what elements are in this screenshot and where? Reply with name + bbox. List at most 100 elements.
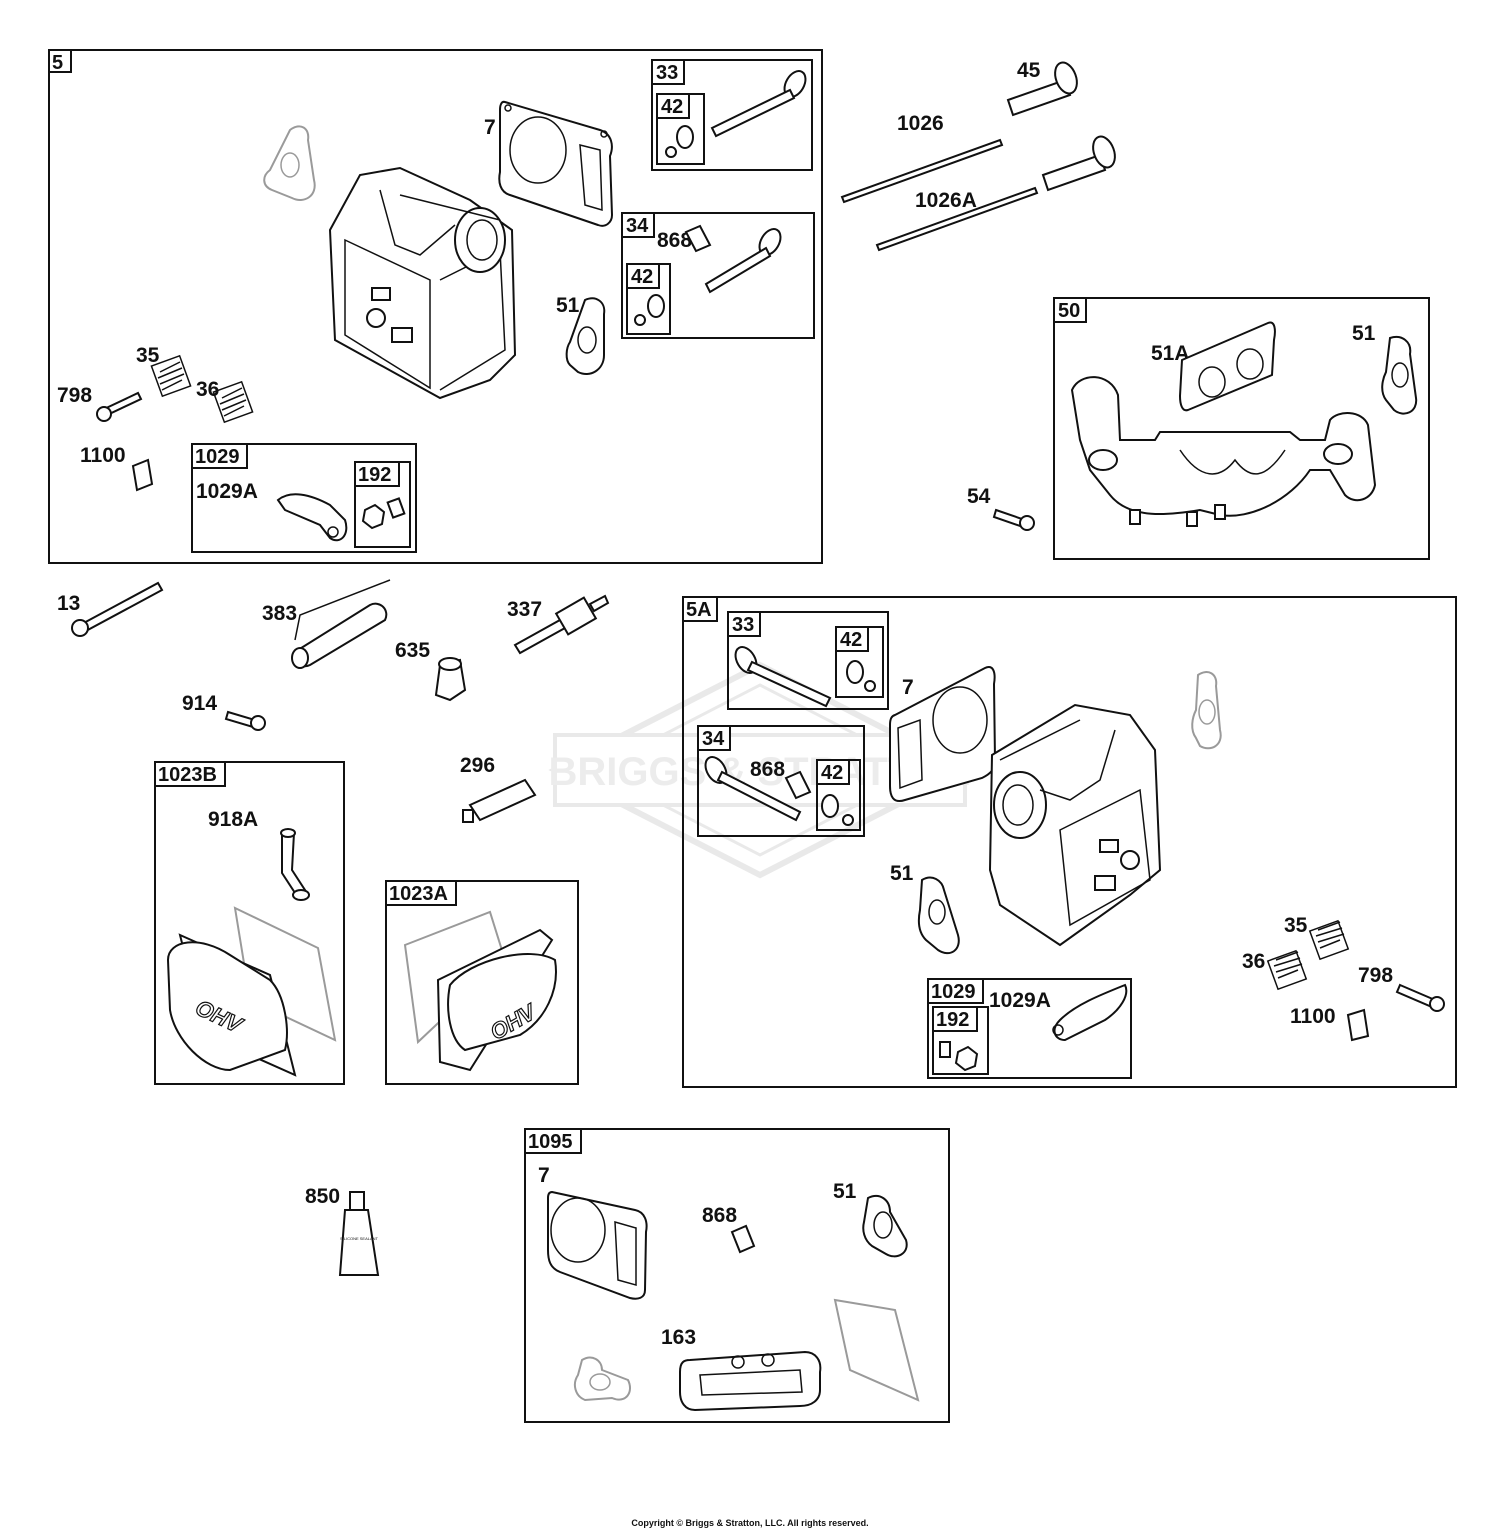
group-label-5a: 5A <box>686 599 712 621</box>
part-label-7: 7 <box>902 676 914 699</box>
exhaust-gasket-gray <box>263 125 316 201</box>
group-1095-gasket-kit: 1095 7 868 51 163 <box>524 1128 950 1423</box>
head-gasket-b <box>889 666 997 802</box>
valve-spring-d <box>1266 949 1308 991</box>
part-label-35: 35 <box>1284 914 1308 937</box>
group-label-1095: 1095 <box>528 1131 573 1153</box>
rocker-arm-b <box>1052 983 1128 1042</box>
group-label-42-c: 42 <box>840 629 862 651</box>
part-label-1100: 1100 <box>80 444 126 467</box>
part-label-1100: 1100 <box>1290 1005 1336 1028</box>
part-label-51: 51 <box>833 1180 857 1203</box>
exhaust-gasket-gray-c <box>573 1356 631 1402</box>
valve-seal-b <box>634 294 665 326</box>
part-label-51a: 51A <box>1151 342 1190 365</box>
part-label-35: 35 <box>136 344 160 367</box>
exhaust-gasket-gray-b <box>1191 671 1222 750</box>
part-label-51: 51 <box>890 862 914 885</box>
head-gasket-c <box>547 1190 648 1300</box>
rocker-nut <box>361 497 406 530</box>
exhaust-gasket-e <box>862 1194 908 1258</box>
sealant-tube: SILICONE SEALANT <box>338 1191 380 1276</box>
valve-spring-b <box>212 380 254 424</box>
push-rod-tube <box>1006 61 1078 117</box>
part-label-36: 36 <box>196 378 219 401</box>
part-label-1026a: 1026A <box>915 189 977 212</box>
rocker-bolt-b <box>1395 983 1445 1012</box>
manifold-bolt <box>992 508 1035 531</box>
part-label-296: 296 <box>460 754 495 777</box>
valve-seal <box>665 125 694 158</box>
part-label-868: 868 <box>750 758 785 781</box>
group-1023a-valve-cover: 1023A OHV <box>385 880 579 1085</box>
group-label-33-b: 33 <box>732 614 754 636</box>
breather-hose <box>280 828 310 901</box>
exhaust-gasket-d <box>917 876 960 955</box>
breather-valve <box>462 778 537 823</box>
valve-spring-c <box>1308 919 1350 961</box>
group-label-33: 33 <box>656 62 678 84</box>
group-label-192-b: 192 <box>936 1009 969 1031</box>
exhaust-gasket <box>565 297 606 375</box>
group-5a-cylinder-head: 5A 33 42 34 868 42 <box>682 596 1457 1088</box>
part-label-45: 45 <box>1017 59 1041 82</box>
push-rod-b <box>875 186 1039 252</box>
part-label-7: 7 <box>538 1164 550 1187</box>
part-label-163: 163 <box>661 1326 696 1349</box>
intake-valve <box>704 228 782 294</box>
exhaust-valve-b <box>734 646 832 708</box>
part-label-798: 798 <box>1358 964 1393 987</box>
part-label-868: 868 <box>702 1204 737 1227</box>
group-label-1023a: 1023A <box>389 883 448 905</box>
valve-spring <box>150 354 192 398</box>
part-label-51: 51 <box>1352 322 1376 345</box>
rocker-nut-b <box>939 1041 979 1072</box>
tube-label-text: SILICONE SEALANT <box>340 1236 379 1241</box>
rocker-arm <box>276 493 348 542</box>
part-label-13: 13 <box>57 592 80 615</box>
part-label-914: 914 <box>182 692 217 715</box>
valve-seal-d <box>821 794 854 826</box>
rocker-bolt <box>96 391 143 422</box>
valve-guide-b <box>784 770 812 800</box>
copyright-notice: Copyright © Briggs & Stratton, LLC. All … <box>631 1518 869 1528</box>
group-label-50: 50 <box>1058 300 1080 322</box>
part-label-1029a: 1029A <box>196 480 258 503</box>
group-label-42: 42 <box>661 96 683 118</box>
part-label-54: 54 <box>967 485 991 508</box>
group-label-34-b: 34 <box>702 728 725 750</box>
spark-plug-boot <box>434 657 467 702</box>
part-label-51: 51 <box>556 294 580 317</box>
part-label-36: 36 <box>1242 950 1265 973</box>
spark-plug <box>513 594 610 655</box>
head-bolt <box>71 581 164 637</box>
push-rod <box>840 138 1004 204</box>
valve-cover: OHV <box>166 933 297 1077</box>
exhaust-valve <box>710 70 807 138</box>
intake-gasket <box>679 1350 822 1412</box>
group-label-5: 5 <box>52 52 63 74</box>
push-rod-guide-b <box>1346 1008 1370 1042</box>
group-5-cylinder-head: 5 7 <box>48 49 823 564</box>
part-label-850: 850 <box>305 1185 340 1208</box>
exhaust-gasket-c <box>1381 336 1418 415</box>
head-gasket <box>498 100 614 227</box>
exhaust-manifold <box>1070 376 1377 527</box>
push-rod-guide <box>131 458 154 492</box>
intake-valve-b <box>704 756 802 822</box>
valve-guide <box>684 224 712 253</box>
part-label-337: 337 <box>507 598 542 621</box>
part-label-1026: 1026 <box>897 112 944 135</box>
group-label-1029: 1029 <box>195 446 240 468</box>
breather-tube <box>291 579 391 669</box>
group-label-1023b: 1023B <box>158 764 217 786</box>
part-label-798: 798 <box>57 384 92 407</box>
group-label-34: 34 <box>626 215 649 237</box>
part-label-1029a: 1029A <box>989 989 1051 1012</box>
group-label-42-b: 42 <box>631 266 653 288</box>
part-label-868: 868 <box>657 229 692 252</box>
push-rod-tube-b <box>1041 135 1116 192</box>
group-50-exhaust-manifold: 50 51A 51 <box>1053 297 1430 560</box>
part-label-7: 7 <box>484 116 496 139</box>
